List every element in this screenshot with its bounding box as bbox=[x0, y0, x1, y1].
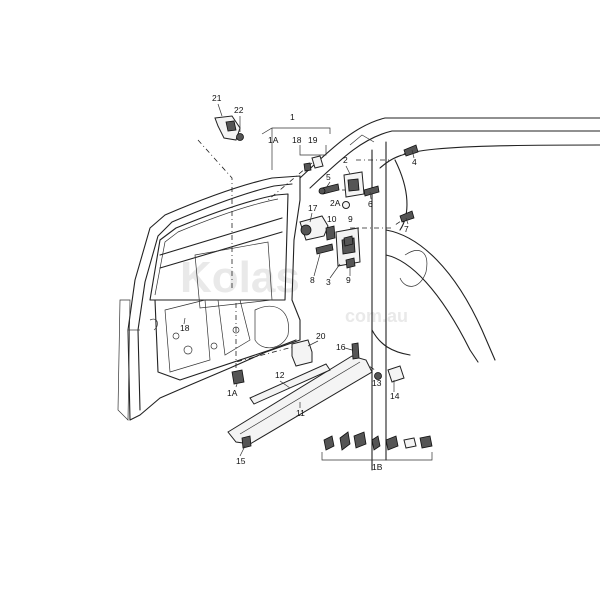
part-2-upper-hinge bbox=[343, 171, 365, 198]
watermark: Kolas com.au bbox=[180, 253, 408, 326]
part-19-clip bbox=[303, 155, 324, 172]
part-8-bolt bbox=[315, 243, 334, 255]
label-10: 10 bbox=[327, 214, 337, 224]
part-21-bracket bbox=[214, 115, 241, 141]
label-2A: 2A bbox=[330, 198, 341, 208]
part-11-trim bbox=[227, 355, 373, 445]
part-5-bolt bbox=[318, 183, 340, 195]
part-2A-washer bbox=[342, 201, 350, 209]
callout-brackets bbox=[261, 127, 433, 461]
label-1B: 1B bbox=[372, 462, 383, 472]
label-9-upper: 9 bbox=[348, 214, 353, 224]
callout-labels: 1 1A 18 19 2 2A 3 4 5 6 7 8 9 9 10 11 12… bbox=[180, 93, 417, 472]
part-1B-hardware-set bbox=[323, 431, 433, 451]
label-20: 20 bbox=[316, 331, 326, 341]
part-4-bolt bbox=[403, 144, 419, 157]
part-7-bolt bbox=[399, 210, 415, 223]
part-17-door-check bbox=[299, 215, 329, 241]
part-20-pad bbox=[291, 339, 313, 367]
label-11: 11 bbox=[296, 408, 305, 418]
label-13: 13 bbox=[372, 378, 382, 388]
part-16-screw bbox=[351, 342, 360, 360]
label-1A-top: 1A bbox=[268, 135, 279, 145]
door-shell bbox=[117, 175, 301, 421]
label-12: 12 bbox=[275, 370, 285, 380]
label-18-door: 18 bbox=[180, 323, 190, 333]
label-leaders bbox=[183, 103, 415, 457]
label-15: 15 bbox=[236, 456, 246, 466]
label-14: 14 bbox=[390, 391, 400, 401]
label-5: 5 bbox=[326, 172, 331, 182]
part-14-cap bbox=[387, 365, 405, 383]
part-13-nut bbox=[374, 372, 382, 380]
label-7: 7 bbox=[404, 224, 409, 234]
label-8: 8 bbox=[310, 275, 315, 285]
part-12-seal bbox=[249, 363, 331, 405]
part-15-screw bbox=[241, 435, 252, 449]
label-2: 2 bbox=[343, 155, 348, 165]
watermark-brand: Kolas bbox=[180, 253, 300, 302]
label-17: 17 bbox=[308, 203, 318, 213]
label-21: 21 bbox=[212, 93, 222, 103]
label-18-top: 18 bbox=[292, 135, 302, 145]
label-6: 6 bbox=[368, 199, 373, 209]
label-16: 16 bbox=[336, 342, 346, 352]
part-10-clip bbox=[325, 225, 336, 241]
watermark-domain: com.au bbox=[345, 306, 408, 326]
label-1: 1 bbox=[290, 112, 295, 122]
part-6-bolt bbox=[363, 185, 380, 197]
label-19: 19 bbox=[308, 135, 318, 145]
label-22: 22 bbox=[234, 105, 244, 115]
part-9-bolt bbox=[343, 235, 356, 269]
part-3-lower-hinge bbox=[335, 227, 361, 267]
part-1A-grommet bbox=[231, 369, 245, 385]
body-door-opening bbox=[299, 117, 600, 471]
label-1A-bottom: 1A bbox=[227, 388, 238, 398]
label-4: 4 bbox=[412, 157, 417, 167]
label-9-lower: 9 bbox=[346, 275, 351, 285]
part-22-bolt bbox=[236, 133, 244, 141]
label-3: 3 bbox=[326, 277, 331, 287]
